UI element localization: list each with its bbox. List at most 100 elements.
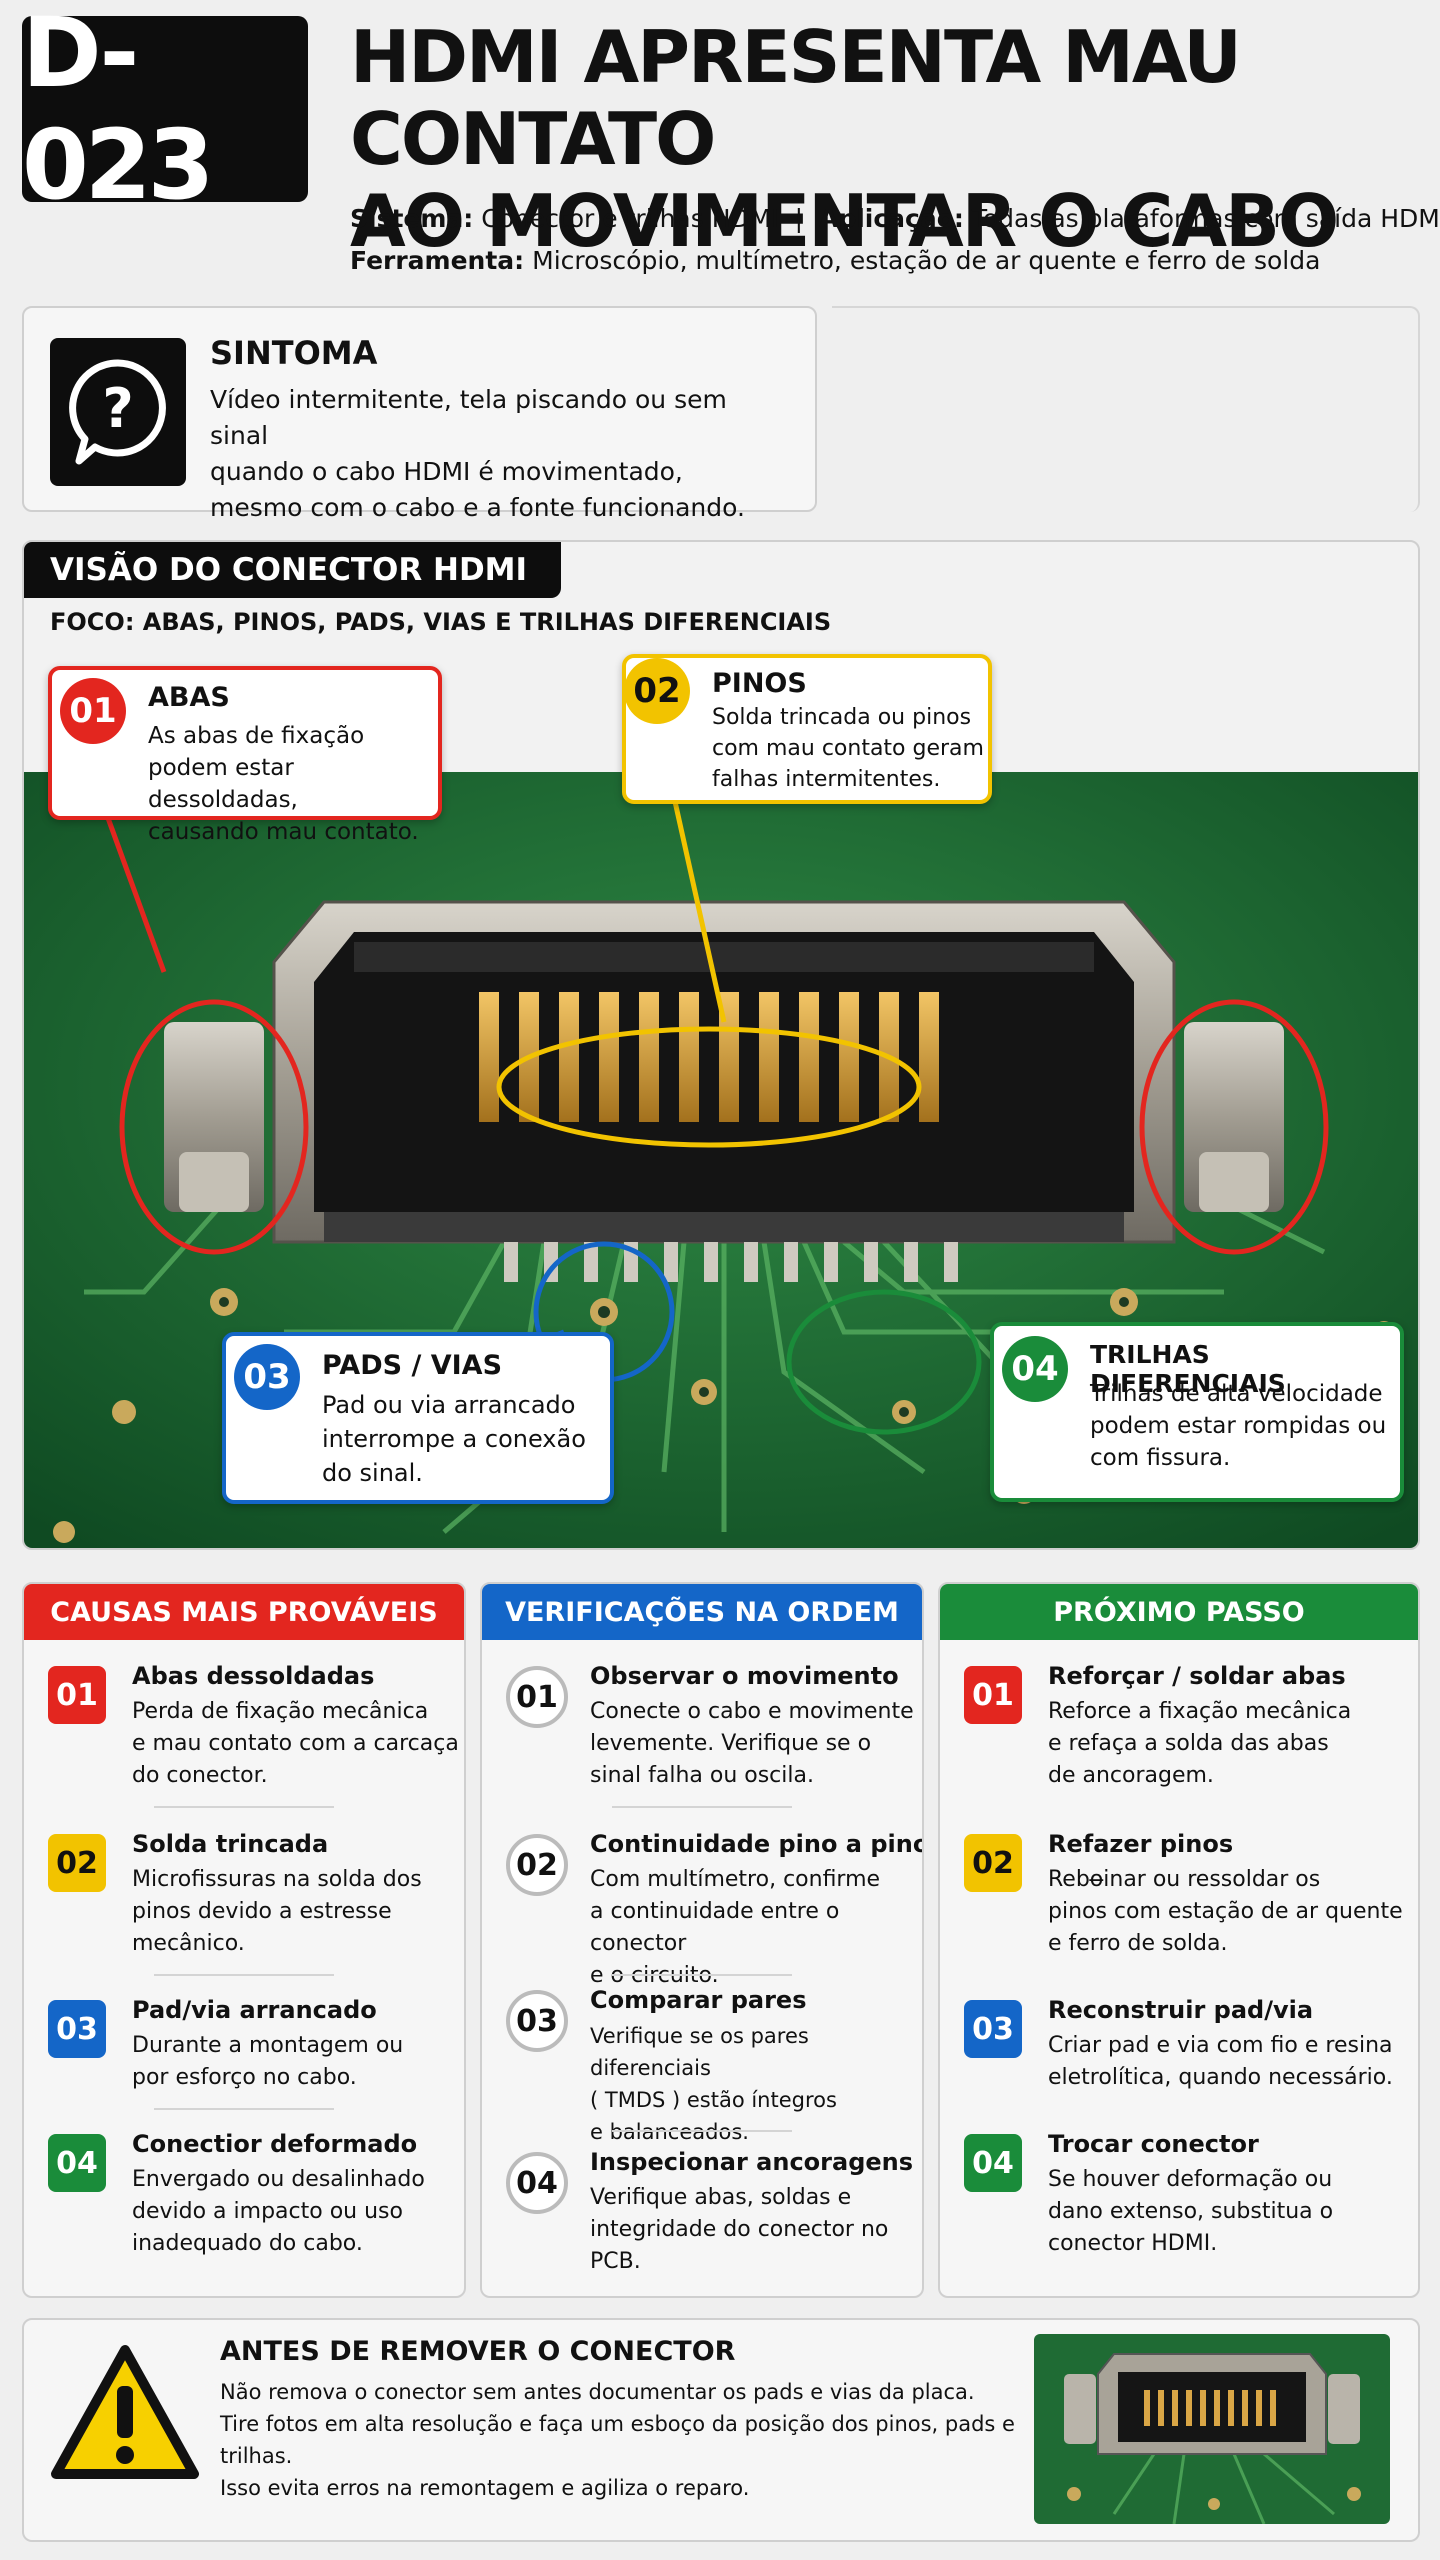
- item-title: Refazer pinos: [1048, 1830, 1234, 1858]
- item-title: Conectior deformado: [132, 2130, 418, 2158]
- callout-number: 03: [234, 1344, 300, 1410]
- item-number: 01: [964, 1666, 1022, 1724]
- checks-header: VERIFICAÇÕES NA ORDEM: [482, 1584, 922, 1640]
- callout-line: com fissura.: [1090, 1445, 1231, 1471]
- callout-line: do sinal.: [322, 1459, 423, 1487]
- title-line-1: HDMI APRESENTA MAU CONTATO: [350, 15, 1242, 181]
- warning-line: Tire fotos em alta resolução e faça um e…: [220, 2412, 1015, 2468]
- callout-line: Pad ou via arrancado: [322, 1391, 576, 1419]
- callout-line: podem estar dessoldadas,: [148, 755, 298, 813]
- item-number: 03: [964, 2000, 1022, 2058]
- svg-text:?: ?: [102, 377, 133, 440]
- item-title: Reforçar / soldar abas: [1048, 1662, 1346, 1690]
- checks-column: VERIFICAÇÕES NA ORDEM 01 Observar o movi…: [480, 1582, 924, 2298]
- callout-pinos: 02 PINOS Solda trincada ou pinos com mau…: [622, 654, 992, 804]
- callout-line: causando mau contato.: [148, 819, 419, 845]
- warning-line: Não remova o conector sem antes document…: [220, 2380, 975, 2404]
- view-focus: FOCO: ABAS, PINOS, PADS, VIAS E TRILHAS …: [50, 608, 832, 636]
- callout-title: PADS / VIAS: [322, 1350, 503, 1381]
- item-number: 03: [48, 2000, 106, 2058]
- warning-panel: ANTES DE REMOVER O CONECTOR Não remova o…: [22, 2318, 1420, 2542]
- warning-title: ANTES DE REMOVER O CONECTOR: [220, 2336, 736, 2367]
- decorative-frame: [832, 306, 1420, 512]
- item-number: 02: [506, 1834, 568, 1896]
- callout-text: As abas de fixação podem estar dessoldad…: [148, 720, 438, 848]
- application-label: Aplicação:: [818, 204, 964, 233]
- item-title: Comparar pares: [590, 1986, 807, 2014]
- warning-triangle-icon: [50, 2342, 200, 2482]
- item-title: Continuidade pino a pino: [590, 1830, 924, 1858]
- meta-system: Sistema: Conector e trilhas HDMI | Aplic…: [350, 204, 1440, 233]
- item-title: Abas dessoldadas: [132, 1662, 375, 1690]
- title-line-2: AO MOVIMENTAR O CABO: [350, 179, 1339, 263]
- callout-line: falhas intermitentes.: [712, 767, 941, 792]
- tool-label: Ferramenta:: [350, 246, 525, 275]
- item-number: 01: [48, 1666, 106, 1724]
- symptom-line-3: mesmo com o cabo e a fonte funcionando.: [210, 493, 745, 522]
- item-number: 04: [964, 2134, 1022, 2192]
- warning-line: Isso evita erros na remontagem e agiliza…: [220, 2476, 750, 2500]
- item-title: Trocar conector: [1048, 2130, 1259, 2158]
- connector-view-panel: VISÃO DO CONECTOR HDMI FOCO: ABAS, PINOS…: [22, 540, 1420, 1550]
- callout-number: 04: [1002, 1336, 1068, 1402]
- divider: [154, 2108, 334, 2110]
- tool-value: Microscópio, multímetro, estação de ar q…: [532, 246, 1321, 275]
- symptom-line-1: Vídeo intermitente, tela piscando ou sem…: [210, 385, 727, 450]
- system-value: Conector e trilhas HDMI: [481, 204, 779, 233]
- warning-text: Não remova o conector sem antes document…: [220, 2376, 1040, 2504]
- causes-column: CAUSAS MAIS PROVÁVEIS 01 Abas dessoldada…: [22, 1582, 466, 2298]
- causes-header: CAUSAS MAIS PROVÁVEIS: [24, 1584, 464, 1640]
- callout-pads-vias: 03 PADS / VIAS Pad ou via arrancado inte…: [222, 1332, 614, 1504]
- item-number: 02: [48, 1834, 106, 1892]
- divider: [154, 1974, 334, 1976]
- view-label: VISÃO DO CONECTOR HDMI: [24, 542, 562, 598]
- code-badge: D-023: [22, 0, 308, 221]
- callout-number: 02: [624, 658, 690, 724]
- next-step-column: PRÓXIMO PASSO 01 Reforçar / soldar abas …: [938, 1582, 1420, 2298]
- callout-line: Trilhas de alta velocidade: [1090, 1381, 1383, 1407]
- application-value: Todas as plataformas com saída HDMI: [971, 204, 1440, 233]
- item-title: Pad/via arrancado: [132, 1996, 377, 2024]
- item-title: Reconstruir pad/via: [1048, 1996, 1314, 2024]
- symptom-text: Vídeo intermitente, tela piscando ou sem…: [210, 382, 790, 526]
- item-text: Verifique se os pares diferenciais( TMDS…: [590, 2024, 837, 2144]
- callout-line: Solda trincada ou pinos: [712, 705, 972, 730]
- item-number: 02: [964, 1834, 1022, 1892]
- symptom-line-2: quando o cabo HDMI é movimentado,: [210, 457, 683, 486]
- callout-text: Pad ou via arrancado interrompe a conexã…: [322, 1388, 586, 1490]
- callout-text: Trilhas de alta velocidade podem estar r…: [1090, 1378, 1386, 1474]
- callout-line: interrompe a conexão: [322, 1425, 586, 1453]
- question-bubble-icon: ?: [50, 338, 186, 486]
- item-number: 01: [506, 1666, 568, 1728]
- item-title: Inspecionar ancoragens: [590, 2148, 914, 2176]
- divider: [612, 1806, 792, 1808]
- item-number: 04: [48, 2134, 106, 2192]
- divider: [612, 1974, 792, 1976]
- callout-line: com mau contato geram: [712, 736, 984, 761]
- callout-abas: 01 ABAS As abas de fixação podem estar d…: [48, 666, 442, 845]
- callout-title: ABAS: [148, 682, 230, 713]
- page-title: HDMI APRESENTA MAU CONTATO AO MOVIMENTAR…: [350, 16, 1430, 262]
- item-number: 03: [506, 1990, 568, 2052]
- symptom-card: ? SINTOMA Vídeo intermitente, tela pisca…: [22, 306, 817, 522]
- connector-thumbnail: [1034, 2334, 1390, 2524]
- next-step-header: PRÓXIMO PASSO: [940, 1584, 1418, 1640]
- system-label: Sistema:: [350, 204, 474, 233]
- item-title: Observar o movimento: [590, 1662, 899, 1690]
- item-number: 04: [506, 2152, 568, 2214]
- callout-line: As abas de fixação: [148, 723, 365, 749]
- callout-title: TRILHAS DIFERENCIAIS: [1090, 1340, 1286, 1398]
- callout-text: Solda trincada ou pinos com mau contato …: [712, 702, 984, 795]
- meta-tool: Ferramenta: Microscópio, multímetro, est…: [350, 246, 1320, 275]
- item-title: Solda trincada: [132, 1830, 329, 1858]
